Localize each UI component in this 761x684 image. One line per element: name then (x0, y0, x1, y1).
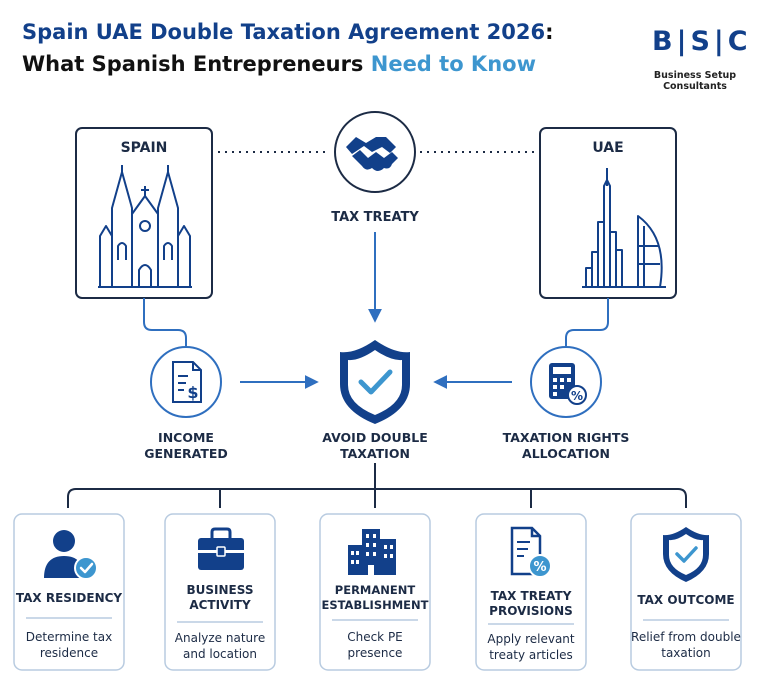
svg-text:$: $ (187, 383, 198, 402)
card-3-desc-line2: presence (347, 646, 403, 660)
title-colon: : (545, 20, 554, 44)
rights-label-line2: ALLOCATION (522, 446, 610, 461)
logo-letters: B|S|C (652, 26, 752, 57)
card-5-desc-line1: Relief from double (631, 630, 741, 644)
card-3-title: PERMANENT ESTABLISHMENT (320, 583, 430, 613)
card-box-4 (475, 513, 587, 671)
bsc-logo: B|S|C Business Setup Consultants (640, 22, 750, 94)
card-3-title-line2: ESTABLISHMENT (321, 598, 429, 612)
cathedral-icon (98, 165, 192, 288)
card-box-3 (319, 513, 431, 671)
avoid-label-line2: TAXATION (340, 446, 410, 461)
title-part1: Spain UAE Double Taxation Agreement 2026 (22, 20, 546, 44)
card-2-title-line1: BUSINESS (186, 583, 254, 597)
card-box-2 (164, 513, 276, 671)
card-4-desc-line1: Apply relevant (487, 632, 575, 646)
treaty-label: TAX TREATY (331, 210, 419, 225)
card-4-desc: Apply relevant treaty articles (476, 631, 586, 663)
spain-connector (143, 298, 187, 346)
rights-label-line1: TAXATION RIGHTS (502, 430, 630, 445)
svg-text:%: % (571, 389, 583, 403)
card-box-5 (630, 513, 742, 671)
income-label-line2: GENERATED (144, 446, 228, 461)
card-2-title-line2: ACTIVITY (189, 598, 251, 612)
card-2-desc: Analyze nature and location (165, 630, 275, 662)
skyline-icon (582, 168, 666, 288)
avoid-label: AVOID DOUBLE TAXATION (295, 430, 455, 462)
spain-label: SPAIN (120, 140, 168, 156)
card-3-desc: Check PE presence (320, 629, 430, 661)
briefcase-icon (198, 527, 244, 570)
card-1-desc-line2: residence (39, 646, 99, 660)
page-title: Spain UAE Double Taxation Agreement 2026… (22, 16, 554, 80)
handshake-circle (334, 111, 416, 193)
card-2-desc-line1: Analyze nature (174, 631, 266, 645)
tree-branch (67, 488, 687, 508)
card-2-desc-line2: and location (182, 647, 257, 661)
calculator-percent-icon: % (549, 363, 587, 405)
shield-check-icon (663, 527, 709, 582)
invoice-dollar-icon: $ (172, 361, 202, 403)
shield-check-icon-main (340, 340, 410, 424)
card-3-title-line1: PERMANENT (334, 583, 416, 597)
income-label: INCOME GENERATED (116, 430, 256, 462)
card-1-title: TAX RESIDENCY (14, 591, 124, 606)
logo-subtitle-line1: Business Setup (653, 70, 737, 81)
rights-label: TAXATION RIGHTS ALLOCATION (486, 430, 646, 462)
svg-text:%: % (533, 560, 546, 575)
card-4-desc-line2: treaty articles (489, 648, 573, 662)
card-1-desc: Determine tax residence (14, 629, 124, 661)
card-5-title: TAX OUTCOME (631, 593, 741, 608)
handshake-icon (346, 137, 398, 171)
uae-connector (565, 298, 609, 346)
document-percent-icon: % (510, 526, 552, 578)
buildings-icon (348, 529, 396, 575)
card-4-title-line1: TAX TREATY (490, 589, 572, 603)
logo-subtitle: Business Setup Consultants (640, 70, 750, 92)
card-3-desc-line1: Check PE (347, 630, 403, 644)
card-4-title-line2: PROVISIONS (489, 604, 573, 618)
person-check-icon (44, 530, 98, 580)
income-label-line1: INCOME (158, 430, 214, 445)
card-1-desc-line1: Determine tax (25, 630, 113, 644)
card-4-title: TAX TREATY PROVISIONS (476, 589, 586, 619)
card-box-1 (13, 513, 125, 671)
card-5-title-line1: TAX OUTCOME (637, 593, 735, 607)
card-5-desc-line2: taxation (661, 646, 711, 660)
avoid-label-line1: AVOID DOUBLE (322, 430, 428, 445)
logo-subtitle-line2: Consultants (663, 81, 727, 92)
card-1-title-line1: TAX RESIDENCY (15, 591, 123, 605)
card-2-title: BUSINESS ACTIVITY (165, 583, 275, 613)
title-part3: Need to Know (370, 52, 536, 76)
title-part2: What Spanish Entrepreneurs (22, 52, 371, 76)
uae-label: UAE (592, 140, 624, 156)
card-5-desc: Relief from double taxation (631, 629, 741, 661)
